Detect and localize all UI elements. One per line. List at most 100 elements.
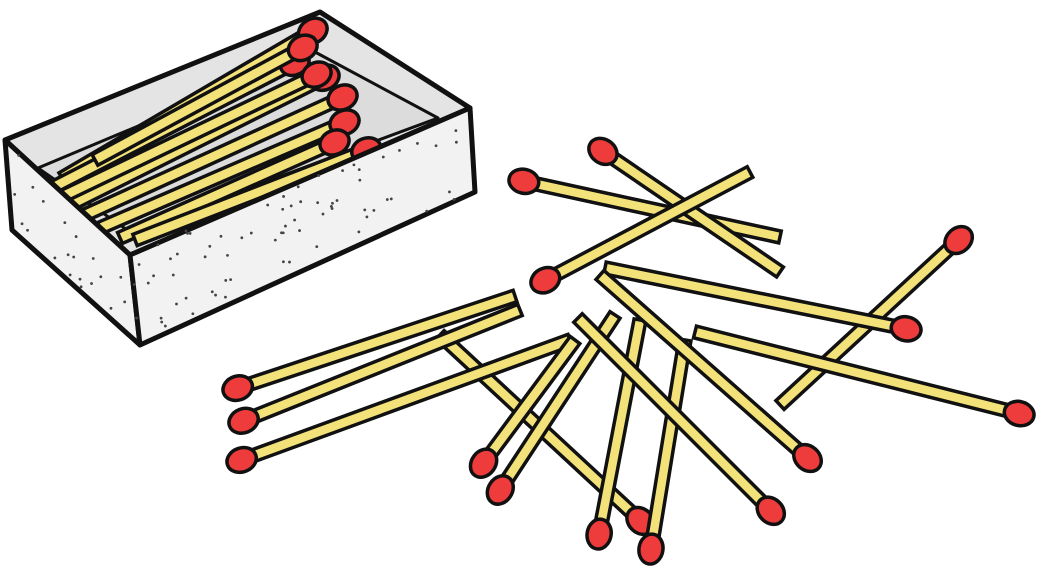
texture-dot bbox=[175, 302, 178, 306]
texture-dot bbox=[317, 174, 321, 177]
texture-dot bbox=[363, 208, 367, 212]
texture-dot bbox=[90, 282, 93, 285]
texture-dot bbox=[425, 209, 429, 213]
texture-dot bbox=[289, 204, 293, 208]
match bbox=[593, 268, 824, 474]
texture-dot bbox=[109, 306, 113, 310]
texture-dot bbox=[203, 255, 207, 259]
texture-dot bbox=[74, 235, 78, 238]
texture-dot bbox=[381, 155, 385, 159]
match-head bbox=[529, 265, 562, 295]
match-head bbox=[587, 136, 619, 167]
texture-dot bbox=[331, 201, 334, 205]
texture-dot bbox=[316, 201, 320, 205]
texture-dot bbox=[191, 312, 195, 316]
texture-dot bbox=[240, 236, 244, 240]
texture-dot bbox=[284, 224, 287, 228]
texture-dot bbox=[416, 142, 419, 145]
match bbox=[89, 33, 319, 168]
matchbox-front-face bbox=[127, 105, 478, 348]
texture-dot bbox=[91, 257, 95, 260]
match-head bbox=[943, 224, 975, 256]
texture-dot bbox=[266, 203, 270, 207]
texture-dot bbox=[219, 234, 223, 238]
texture-dot bbox=[398, 149, 401, 152]
texture-dot bbox=[208, 244, 212, 248]
texture-dot bbox=[365, 215, 369, 219]
match-head bbox=[791, 442, 824, 474]
texture-dot bbox=[296, 185, 300, 189]
texture-dot bbox=[99, 275, 103, 279]
texture-dot bbox=[282, 195, 285, 198]
texture-dot bbox=[321, 212, 325, 216]
match bbox=[571, 311, 787, 527]
texture-dot bbox=[281, 207, 285, 211]
match-head bbox=[1002, 399, 1036, 428]
texture-dot bbox=[17, 153, 21, 157]
texture-dot bbox=[226, 254, 229, 257]
matchbox-texture-dots bbox=[13, 129, 458, 328]
match-head bbox=[889, 314, 923, 343]
texture-dot bbox=[330, 207, 334, 210]
texture-dot bbox=[53, 256, 57, 260]
match bbox=[485, 309, 623, 506]
texture-dot bbox=[293, 218, 297, 222]
texture-dot bbox=[79, 285, 83, 289]
texture-dot bbox=[385, 198, 389, 201]
texture-dot bbox=[66, 253, 70, 257]
match bbox=[601, 260, 923, 343]
match-head bbox=[485, 474, 516, 506]
texture-dot bbox=[358, 178, 362, 182]
match-head bbox=[286, 33, 319, 63]
texture-dot bbox=[137, 263, 141, 266]
match-head bbox=[468, 447, 499, 479]
texture-dot bbox=[20, 222, 24, 226]
texture-dot bbox=[159, 316, 163, 320]
match-head bbox=[585, 517, 613, 551]
texture-dot bbox=[68, 273, 72, 277]
texture-dot bbox=[186, 231, 189, 235]
texture-dot bbox=[160, 320, 164, 324]
texture-dot bbox=[72, 255, 76, 259]
texture-dot bbox=[299, 200, 303, 204]
texture-dot bbox=[146, 281, 150, 285]
texture-dot bbox=[341, 169, 344, 173]
texture-dot bbox=[13, 193, 17, 196]
texture-dot bbox=[249, 231, 253, 235]
texture-dot bbox=[26, 228, 29, 232]
texture-dot bbox=[280, 231, 283, 235]
match bbox=[227, 302, 525, 435]
texture-dot bbox=[329, 204, 333, 208]
matchbox bbox=[2, 9, 478, 348]
texture-dot bbox=[352, 163, 356, 167]
texture-dot bbox=[63, 221, 67, 225]
texture-dot bbox=[273, 238, 277, 242]
texture-dot bbox=[298, 229, 301, 232]
texture-dot bbox=[454, 129, 458, 132]
texture-dot bbox=[434, 144, 438, 148]
texture-dot bbox=[156, 243, 160, 247]
texture-dot bbox=[214, 293, 217, 297]
texture-dot bbox=[119, 275, 123, 279]
match-head bbox=[755, 495, 787, 527]
texture-dot bbox=[152, 274, 155, 278]
texture-dot bbox=[224, 295, 227, 299]
texture-dot bbox=[315, 245, 319, 249]
match-head bbox=[300, 60, 333, 89]
match-head bbox=[227, 406, 260, 435]
boxed-matches bbox=[42, 16, 383, 248]
texture-dot bbox=[452, 197, 456, 201]
texture-dot bbox=[31, 185, 35, 189]
match-stick bbox=[642, 337, 693, 555]
texture-dot bbox=[288, 260, 291, 264]
texture-dot bbox=[41, 199, 45, 203]
match bbox=[529, 164, 756, 295]
match-head bbox=[507, 167, 541, 196]
texture-dot bbox=[357, 168, 361, 172]
match-head bbox=[637, 532, 665, 566]
match bbox=[221, 288, 520, 403]
texture-dot bbox=[224, 279, 228, 282]
texture-dot bbox=[357, 230, 361, 234]
texture-dot bbox=[78, 277, 82, 281]
